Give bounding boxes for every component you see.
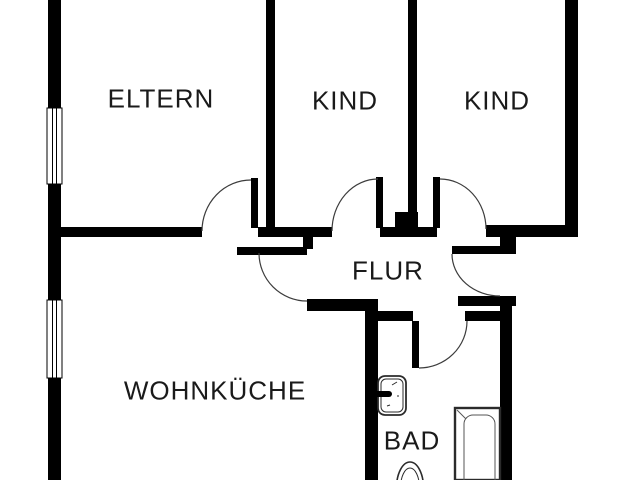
wall-segment [258,227,332,237]
wall-segment [408,0,417,225]
room-label-bad: BAD [383,425,441,456]
kind-2-door-leaf [433,177,440,228]
wall-segment [266,0,275,237]
bathtub [453,406,502,480]
room-label-eltern: ELTERN [107,83,215,114]
toilet-inner [400,467,420,480]
wall-segment [48,378,61,480]
wall-segment [48,184,61,300]
room-label-flur: FLUR [352,255,424,286]
bad-door-leaf [412,321,419,368]
wohnkueche-door-leaf [237,247,307,255]
window-eltern [46,107,63,185]
wall-segment [303,237,313,249]
room-label-wohnkueche: WOHNKÜCHE [123,375,307,406]
wall-segment [380,227,437,237]
bad-door-arc [418,320,468,369]
kind-2-door-arc [439,178,487,230]
wall-segment [458,296,516,306]
wall-segment [486,225,578,237]
washbasin-faucet-knob [386,391,392,397]
washbasin-mark [391,381,398,386]
bathtub-inner [463,414,496,480]
room-label-kind-2: KIND [463,85,531,116]
entrance-door-leaf [452,246,500,254]
window-wohnkueche [46,299,63,379]
wall-segment [500,296,512,480]
bathtub-corner-tick [456,409,467,420]
wall-segment [48,0,61,108]
wall-segment [61,227,202,237]
room-label-kind-1: KIND [311,85,379,116]
wall-segment [365,299,378,480]
toilet [396,461,424,480]
wall-segment [500,237,516,254]
wall-segment [307,299,377,311]
kind-1-door-arc [331,178,379,232]
kind-1-door-leaf [376,177,383,228]
eltern-door-leaf [251,178,258,228]
eltern-door-arc [201,179,252,232]
wall-segment [378,311,413,321]
entrance-door-arc [451,253,501,297]
wohnkueche-door-arc [258,252,308,302]
washbasin-faucet [376,391,389,397]
washbasin-mark [386,404,391,407]
wall-segment [465,311,502,321]
wall-segment [565,0,578,237]
